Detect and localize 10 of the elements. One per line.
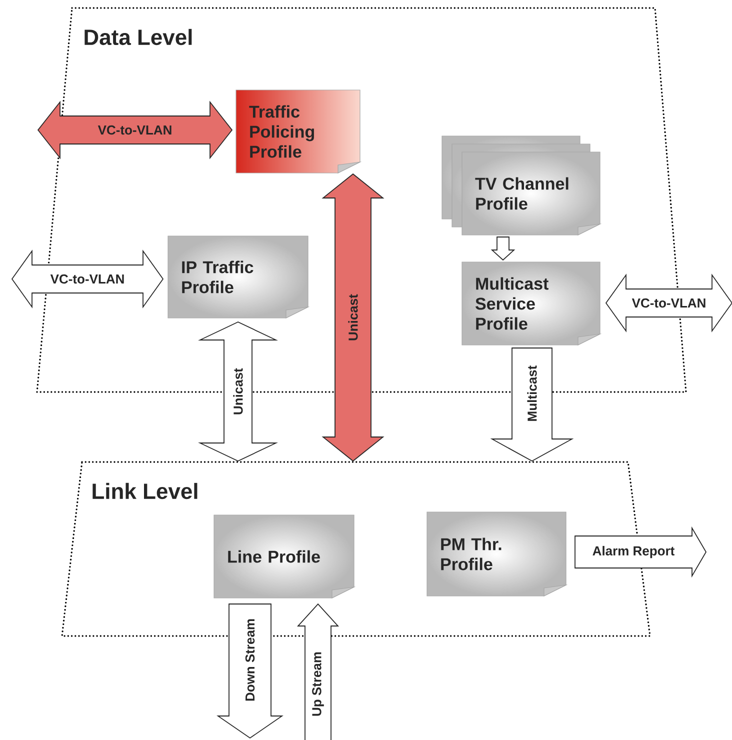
block-arrow xyxy=(216,604,284,739)
edge-label: VC-to-VLAN xyxy=(98,125,172,135)
block-arrow xyxy=(198,322,278,462)
block-arrow xyxy=(296,603,340,740)
edge-label: Up Stream xyxy=(312,652,324,716)
block-arrow xyxy=(574,526,707,578)
block-arrow xyxy=(490,236,516,261)
edge-label: VC-to-VLAN xyxy=(50,274,124,284)
edge-label: Unicast xyxy=(348,294,358,340)
block-arrow xyxy=(490,348,574,462)
